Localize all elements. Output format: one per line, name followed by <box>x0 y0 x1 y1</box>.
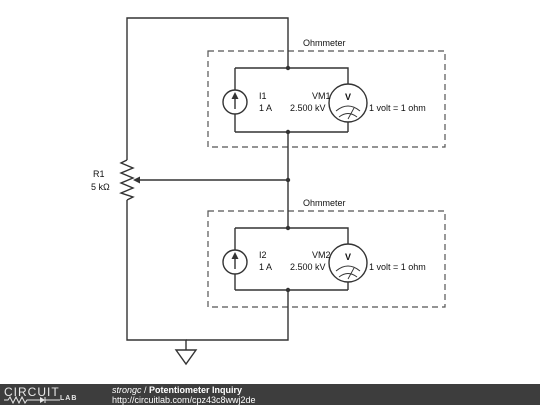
i2-value-label: 1 A <box>259 262 272 272</box>
vm2-scale-label: 1 volt = 1 ohm <box>369 262 426 272</box>
vm1-symbol: V <box>345 92 351 102</box>
arrow-up-icon <box>231 252 239 259</box>
voltmeter-vm2 <box>328 243 368 283</box>
arrow-up-icon <box>231 92 239 99</box>
r1-value-label: 5 kΩ <box>91 182 110 192</box>
logo-subtext: LAB <box>60 395 78 402</box>
r1-name-label: R1 <box>93 169 105 179</box>
logo-text: CIRCUIT <box>4 385 60 399</box>
author-name[interactable]: strongc <box>112 385 142 395</box>
ground-icon <box>174 349 198 366</box>
i1-value-label: 1 A <box>259 103 272 113</box>
junction-dots <box>285 65 291 293</box>
current-source-i2 <box>222 249 248 275</box>
vm1-name-label: VM1 <box>312 91 331 101</box>
vm1-value-label: 2.500 kV <box>290 103 326 113</box>
vm2-name-label: VM2 <box>312 250 331 260</box>
vm2-value-label: 2.500 kV <box>290 262 326 272</box>
ohmmeter-1-title: Ohmmeter <box>303 38 346 48</box>
vm1-scale-label: 1 volt = 1 ohm <box>369 103 426 113</box>
logo-waveform-icon <box>4 396 60 404</box>
circuit-title[interactable]: Potentiometer Inquiry <box>149 385 243 395</box>
credit-line: strongc / Potentiometer Inquiry <box>112 385 242 395</box>
footer-bar: CIRCUIT LAB strongc / Potentiometer Inqu… <box>0 384 540 405</box>
voltmeter-vm1 <box>328 83 368 123</box>
ohmmeter-box-1 <box>207 50 446 148</box>
circuit-url-link[interactable]: http://circuitlab.com/cpz43c8wwj2de <box>112 395 256 405</box>
wiper-arrow-icon <box>133 176 140 184</box>
ohmmeter-box-2 <box>207 210 446 308</box>
schematic: R1 5 kΩ I1 1 A V VM1 2.500 kV 1 volt = 1… <box>91 17 446 366</box>
wires <box>126 17 349 350</box>
vm2-symbol: V <box>345 252 351 262</box>
i2-name-label: I2 <box>259 250 267 260</box>
current-source-i1 <box>222 89 248 115</box>
ohmmeter-2-title: Ohmmeter <box>303 198 346 208</box>
i1-name-label: I1 <box>259 91 267 101</box>
potentiometer-r1 <box>119 159 140 201</box>
credit-separator: / <box>141 385 150 395</box>
